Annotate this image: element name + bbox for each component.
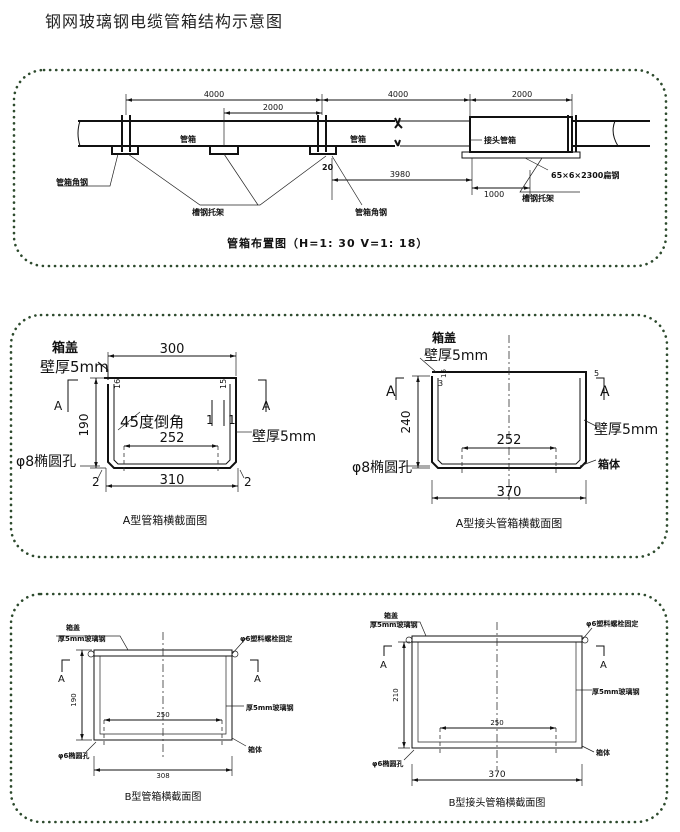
a-section-mark-left: A	[54, 399, 63, 413]
dim-2000-b: 2000	[512, 90, 532, 99]
panel-layout-border	[12, 68, 668, 268]
a-one-a: 1	[206, 413, 214, 427]
b-dim-308: 308	[156, 772, 169, 780]
a-dim-300: 300	[160, 342, 185, 357]
b-wall-label: 厚5mm玻璃钢	[246, 703, 293, 712]
bj-dim-210: 210	[392, 688, 400, 701]
b-type-drawing	[56, 632, 259, 776]
a-small-15: 15	[219, 379, 228, 389]
bj-wall-label: 厚5mm玻璃钢	[592, 687, 639, 696]
b-lid-wall-label: 厚5mm玻璃钢	[58, 634, 105, 643]
bj-dim-250: 250	[490, 719, 503, 727]
bj-dim-370: 370	[488, 770, 505, 780]
aj-small-16: 16	[440, 369, 448, 378]
b-lid-label: 箱盖	[66, 623, 80, 632]
label-channel-bracket-right: 槽钢托架	[522, 193, 554, 203]
a-hole-label: φ8椭圆孔	[16, 454, 76, 470]
aj-small-5: 5	[594, 369, 599, 378]
dim-1000: 1000	[484, 190, 504, 199]
panel-b-border	[9, 592, 669, 824]
a-wall-label: 壁厚5mm	[40, 358, 109, 376]
page-title: 钢网玻璃钢电缆管箱结构示意图	[45, 12, 284, 31]
a-type-drawing	[67, 352, 267, 492]
bj-section-mark-right: A	[600, 660, 607, 671]
bj-bolt-label: φ6塑料螺栓固定	[586, 619, 638, 628]
label-joint-box: 接头管箱	[484, 135, 516, 145]
aj-dim-240: 240	[399, 411, 413, 434]
a-one-b: 1	[228, 413, 236, 427]
a-two-b: 2	[244, 475, 252, 489]
b-hole-label: φ6椭圆孔	[58, 751, 89, 760]
bj-lid-label: 箱盖	[384, 611, 398, 620]
label-flat-steel: 65×6×2300扁钢	[551, 170, 619, 180]
panel-a-border	[9, 313, 669, 559]
aj-wall-label: 壁厚5mm	[424, 348, 488, 364]
dim-2000-a: 2000	[263, 103, 283, 112]
b-type-caption: B型管箱横截面图	[125, 790, 202, 803]
bj-body-label: 箱体	[596, 748, 611, 757]
aj-section-mark-right: A	[600, 384, 610, 400]
dim-3980: 3980	[390, 170, 410, 179]
a-small-16: 16	[113, 379, 122, 389]
label-channel-bracket: 槽钢托架	[192, 207, 224, 217]
a-dim-190: 190	[77, 414, 91, 437]
bj-lid-wall-label: 厚5mm玻璃钢	[370, 620, 417, 629]
b-joint-drawing	[370, 621, 605, 786]
a-two-a: 2	[92, 475, 100, 489]
label-box-2: 管箱	[350, 134, 366, 144]
layout-drawing	[58, 94, 650, 206]
aj-small-3: 3	[438, 379, 443, 388]
aj-wall-right-label: 壁厚5mm	[594, 422, 658, 438]
bj-section-mark-left: A	[380, 660, 387, 671]
dim-4000-a: 4000	[204, 90, 224, 99]
b-dim-190: 190	[70, 693, 78, 706]
a-lid-label: 箱盖	[52, 340, 78, 356]
label-angle-steel-right: 管箱角钢	[355, 207, 387, 217]
layout-caption: 管箱布置图（H=1: 30 V=1: 18）	[227, 236, 428, 250]
aj-body-label: 箱体	[598, 457, 621, 471]
aj-dim-370: 370	[497, 485, 522, 500]
a-wall-right-label: 壁厚5mm	[252, 429, 316, 445]
a-type-caption: A型管箱横截面图	[123, 513, 208, 527]
b-joint-caption: B型接头管箱横截面图	[449, 796, 546, 809]
a-section-mark-right: A	[262, 399, 271, 413]
aj-lid-label: 箱盖	[432, 330, 456, 345]
dim-20: 20	[322, 163, 334, 172]
bj-hole-label: φ6椭圆孔	[372, 759, 403, 768]
aj-hole-label: φ8椭圆孔	[352, 460, 412, 476]
a-joint-caption: A型接头管箱横截面图	[456, 516, 563, 530]
label-box-1: 管箱	[180, 134, 196, 144]
a-dim-252: 252	[160, 431, 185, 446]
b-section-mark-right: A	[254, 674, 261, 685]
aj-section-mark-left: A	[386, 384, 396, 400]
a-dim-310: 310	[160, 473, 185, 488]
b-body-label: 箱体	[248, 745, 263, 754]
aj-dim-252: 252	[497, 433, 522, 448]
a-chamfer-label: 45度倒角	[120, 413, 184, 431]
b-bolt-label: φ6塑料螺栓固定	[240, 634, 292, 643]
label-angle-steel-left: 管箱角钢	[56, 177, 88, 187]
dim-4000-b: 4000	[388, 90, 408, 99]
a-joint-drawing	[395, 335, 605, 504]
b-dim-250: 250	[156, 711, 169, 719]
b-section-mark-left: A	[58, 674, 65, 685]
